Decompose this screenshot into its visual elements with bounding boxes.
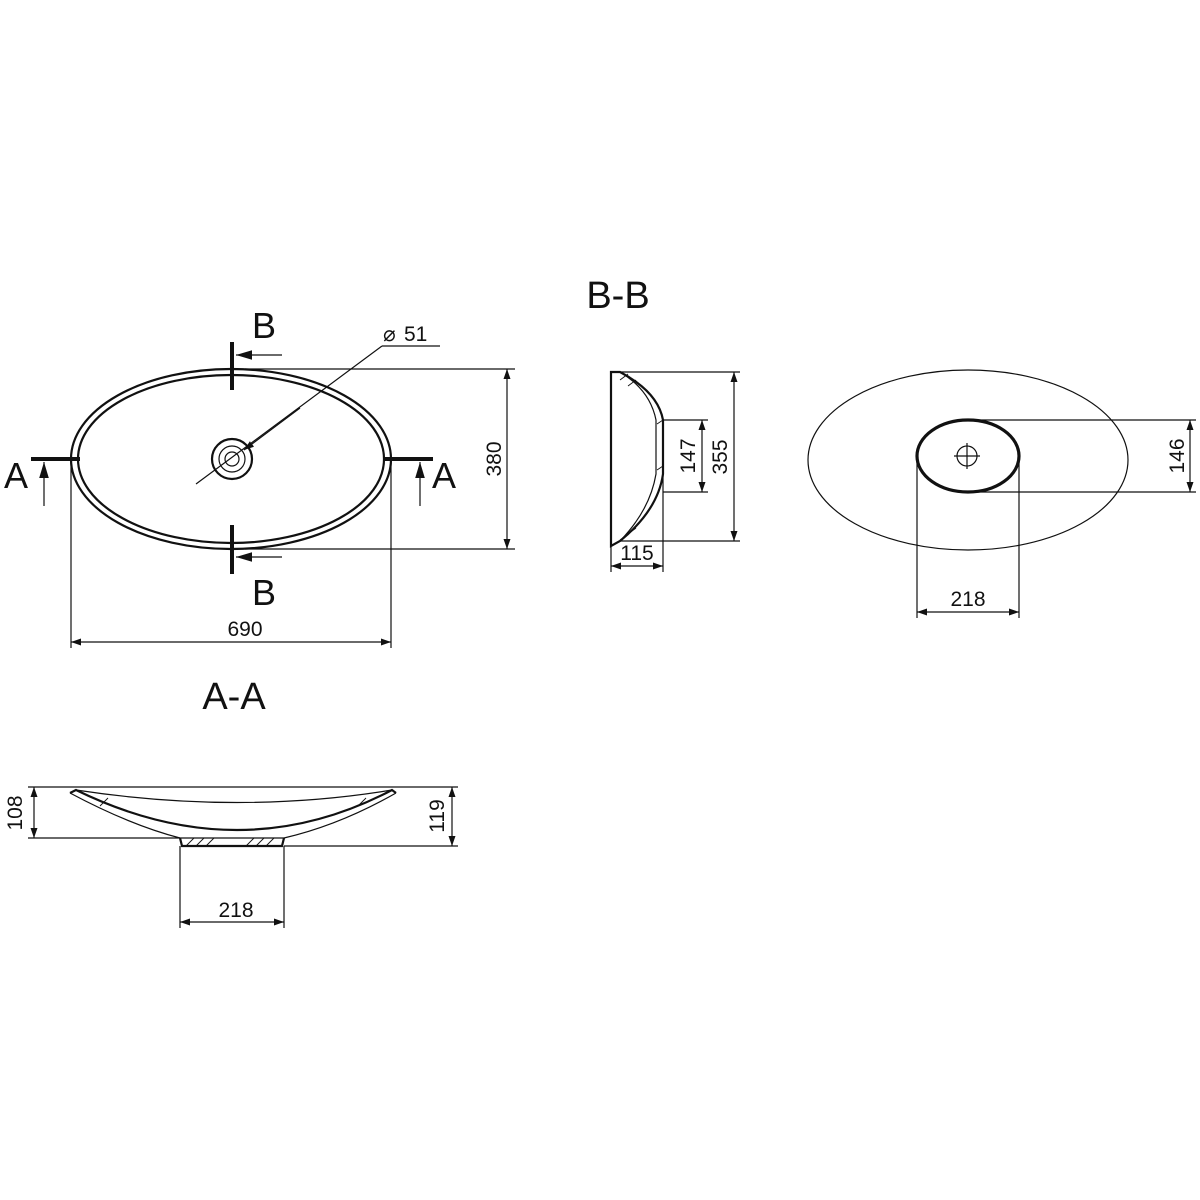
cut-marker-b-bottom: B (252, 572, 276, 613)
aa-base-width-label: 218 (218, 899, 253, 922)
drain-inner (218, 445, 246, 473)
aa-right-height-label: 119 (426, 799, 449, 832)
bb-inner-profile (619, 371, 657, 542)
cut-marker-a-right: A (432, 455, 456, 496)
plan-outer-rim (69, 367, 393, 551)
aa-bowl-inner (75, 789, 393, 804)
section-bb-title: B-B (586, 275, 649, 317)
plan-inner-rim (76, 373, 386, 545)
aa-foot-hatch (99, 797, 367, 847)
section-aa-view: A-A 108 119 218 (4, 676, 458, 928)
drain-diameter-label: 51 (404, 323, 427, 346)
section-aa-title: A-A (202, 676, 266, 718)
drain-core (224, 451, 240, 467)
drain-leader-line (195, 345, 383, 485)
section-bb-view: B-B 355 147 115 (586, 275, 740, 572)
aa-bowl-outer (69, 788, 397, 831)
bottom-height-label: 146 (1166, 438, 1189, 473)
drain-diameter-symbol: ⌀ (383, 323, 396, 346)
cut-marker-a-left: A (4, 455, 28, 496)
aa-foot (178, 837, 286, 848)
cut-marker-b-top: B (252, 305, 276, 346)
bottom-view: 146 218 (807, 369, 1196, 618)
plan-width-label: 380 (483, 441, 506, 476)
bb-overall-height-label: 355 (709, 439, 732, 474)
aa-bowl-wall (69, 792, 397, 839)
bb-hatch (619, 373, 664, 541)
plan-view: ⌀ 51 380 690 A A B B (4, 305, 515, 648)
bb-inner-height-label: 147 (677, 438, 700, 473)
bottom-outline (807, 369, 1129, 551)
drain-leader-arrow (243, 407, 301, 451)
aa-left-height-label: 108 (4, 795, 27, 830)
plan-length-label: 690 (227, 618, 262, 641)
bottom-width-label: 218 (950, 588, 985, 611)
bb-depth-label: 115 (620, 542, 653, 565)
drain-outer (210, 437, 254, 481)
